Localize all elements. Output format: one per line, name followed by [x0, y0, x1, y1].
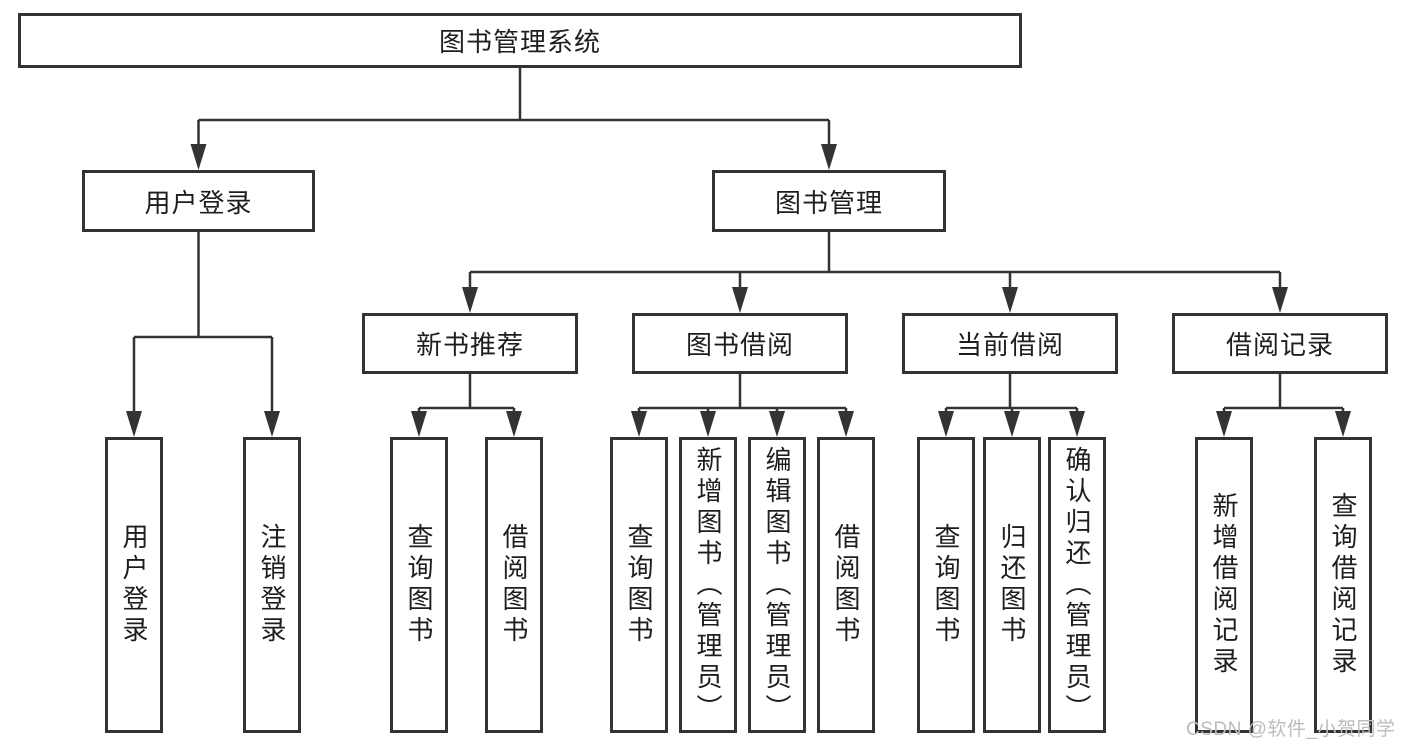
node-borrowing-records-label: 借阅记录: [1225, 330, 1334, 360]
leaf-query-borrow-record: 查询借阅记录: [1314, 437, 1372, 733]
arrowhead-icon: [1272, 287, 1288, 313]
arrowhead-icon: [631, 411, 647, 437]
leaf-confirm-return-admin-label: 确认归还（管理员）: [1062, 445, 1092, 725]
arrowhead-icon: [1004, 411, 1020, 437]
arrowhead-icon: [411, 411, 427, 437]
leaf-query-books-recommend-label: 查询图书: [404, 523, 434, 647]
leaf-borrow-books: 借阅图书: [817, 437, 875, 733]
leaf-logout-login: 注销登录: [243, 437, 301, 733]
arrowhead-icon: [126, 411, 142, 437]
node-book-borrowing-label: 图书借阅: [685, 330, 794, 360]
arrowhead-icon: [821, 144, 837, 170]
leaf-user-login: 用户登录: [105, 437, 163, 733]
arrowhead-icon: [732, 287, 748, 313]
node-root-label: 图书管理系统: [438, 27, 601, 57]
node-new-book-recommendation: 新书推荐: [362, 313, 578, 374]
leaf-edit-book-admin: 编辑图书（管理员）: [748, 437, 806, 733]
node-root: 图书管理系统: [18, 13, 1022, 68]
node-book-management-label: 图书管理: [774, 187, 883, 218]
leaf-logout-login-label: 注销登录: [257, 523, 287, 647]
arrowhead-icon: [938, 411, 954, 437]
leaf-query-books-recommend: 查询图书: [390, 437, 448, 733]
leaf-edit-book-admin-label: 编辑图书（管理员）: [762, 445, 792, 725]
arrowhead-icon: [506, 411, 522, 437]
node-current-borrowing: 当前借阅: [902, 313, 1118, 374]
arrowhead-icon: [838, 411, 854, 437]
arrowhead-icon: [1335, 411, 1351, 437]
leaf-return-books: 归还图书: [983, 437, 1041, 733]
node-book-borrowing: 图书借阅: [632, 313, 848, 374]
leaf-query-books-borrow-label: 查询图书: [624, 523, 654, 647]
node-book-management: 图书管理: [712, 170, 946, 232]
arrowhead-icon: [1002, 287, 1018, 313]
arrowhead-icon: [769, 411, 785, 437]
leaf-borrow-books-recommend: 借阅图书: [485, 437, 543, 733]
node-user-login-label: 用户登录: [144, 187, 253, 218]
leaf-add-book-admin-label: 新增图书（管理员）: [693, 445, 723, 725]
leaf-confirm-return-admin: 确认归还（管理员）: [1048, 437, 1106, 733]
leaf-add-borrow-record-label: 新增借阅记录: [1209, 492, 1239, 678]
node-new-book-recommendation-label: 新书推荐: [415, 330, 524, 360]
arrowhead-icon: [1216, 411, 1232, 437]
leaf-add-book-admin: 新增图书（管理员）: [679, 437, 737, 733]
leaf-query-borrow-record-label: 查询借阅记录: [1328, 492, 1358, 678]
leaf-borrow-books-recommend-label: 借阅图书: [499, 523, 529, 647]
node-current-borrowing-label: 当前借阅: [955, 330, 1064, 360]
arrowhead-icon: [264, 411, 280, 437]
arrowhead-icon: [1069, 411, 1085, 437]
leaf-borrow-books-label: 借阅图书: [831, 523, 861, 647]
leaf-return-books-label: 归还图书: [997, 523, 1027, 647]
node-user-login: 用户登录: [82, 170, 315, 232]
leaf-add-borrow-record: 新增借阅记录: [1195, 437, 1253, 733]
arrowhead-icon: [700, 411, 716, 437]
leaf-user-login-label: 用户登录: [119, 523, 149, 647]
node-borrowing-records: 借阅记录: [1172, 313, 1388, 374]
leaf-query-books-current: 查询图书: [917, 437, 975, 733]
watermark: CSDN @软件_小贺同学: [1186, 719, 1396, 740]
arrowhead-icon: [462, 287, 478, 313]
connector-path: [132, 68, 1345, 413]
leaf-query-books-borrow: 查询图书: [610, 437, 668, 733]
leaf-query-books-current-label: 查询图书: [931, 523, 961, 647]
arrowhead-icon: [190, 144, 207, 170]
